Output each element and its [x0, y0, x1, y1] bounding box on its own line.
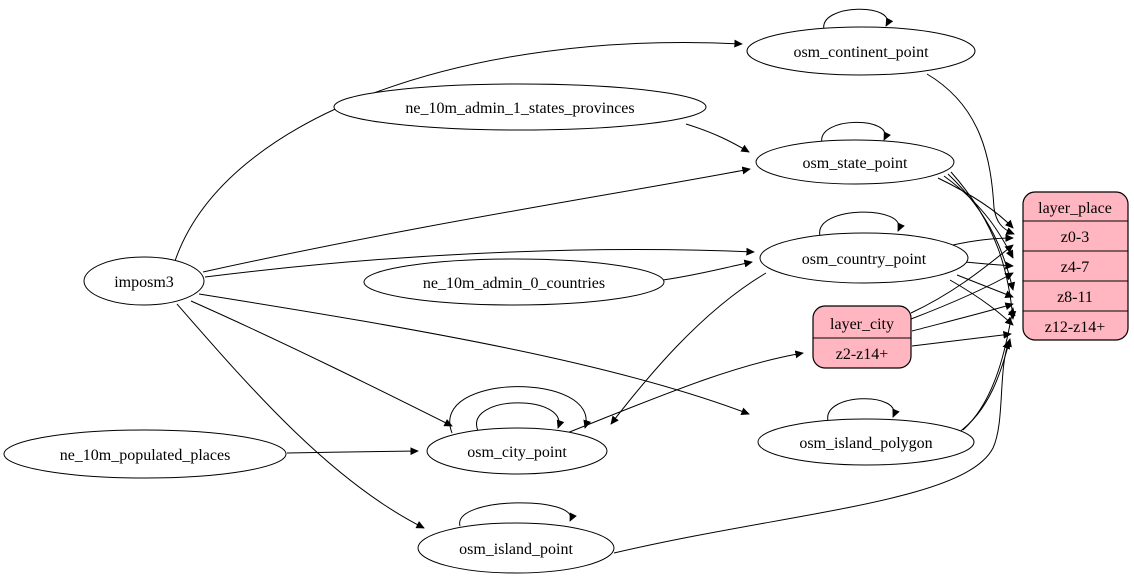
edge-ne_10m_admin_0_countries-osm_country_point	[662, 259, 753, 281]
node-ne_10m_admin_0_countries: ne_10m_admin_0_countries	[363, 258, 665, 306]
edge-imposm3-osm_state_point	[202, 166, 751, 273]
record-layer_place: layer_place z0-3 z4-7 z8-11 z12-z14+	[1022, 191, 1129, 341]
edge-layer_city-z4-7	[910, 272, 1014, 320]
osm_continent_point-shape	[746, 26, 976, 76]
edge-osm_country_point-z0-3	[952, 234, 1014, 246]
edge-osm_island_point-z12-z14	[613, 340, 1010, 554]
osm_island_polygon-shape	[757, 418, 975, 466]
osm_island_point-shape	[417, 522, 615, 574]
osm_state_point-shape	[755, 139, 955, 185]
layer_place-row-z4-7: z4-7	[1061, 259, 1089, 276]
layer_city-title: layer_city	[830, 316, 894, 333]
ne_10m_admin_0_countries-label: ne_10m_admin_0_countries	[423, 275, 605, 292]
record-layer_city: layer_city z2-z14+	[812, 305, 912, 369]
ne_10m_populated_places-shape	[3, 429, 287, 479]
osm_state_point-label: osm_state_point	[803, 155, 908, 172]
edge-osm_city_point-layer_city	[566, 350, 804, 434]
edge-osm_continent_point-z0-3	[926, 73, 1015, 235]
selfloop-osm_country_point	[819, 211, 905, 237]
edge-osm_country_point-z4-7	[964, 261, 1014, 270]
ne_10m_admin_1_states_provinces-shape	[333, 83, 707, 131]
osm_city_point-shape	[426, 427, 608, 475]
edge-layer_city-z8-11	[911, 302, 1014, 332]
osm_country_point-shape	[759, 232, 969, 284]
osm_country_point-label: osm_country_point	[802, 251, 927, 268]
osm_city_point-label: osm_city_point	[467, 444, 567, 461]
selfloop-osm_city_point-inner	[476, 402, 565, 432]
node-osm_island_polygon: osm_island_polygon	[757, 418, 975, 466]
layer_place-row-z8-11: z8-11	[1057, 289, 1093, 306]
node-ne_10m_populated_places: ne_10m_populated_places	[3, 429, 287, 479]
node-osm_state_point: osm_state_point	[755, 139, 955, 185]
layer_place-shape	[1022, 191, 1129, 341]
edge-osm_state_point-z8-11	[947, 173, 1016, 291]
edge-imposm3-osm_city_point	[190, 300, 453, 427]
selfloop-osm_island_polygon	[827, 398, 900, 422]
osm_continent_point-label: osm_continent_point	[793, 44, 929, 61]
osm_island_polygon-label: osm_island_polygon	[799, 435, 932, 452]
edge-osm_state_point-z0-3	[937, 177, 1014, 229]
edge-imposm3-osm_island_point	[176, 303, 425, 529]
edge-osm_island_polygon-z8-11	[962, 307, 1016, 431]
edge-ne_10m_admin_1_states_provinces-osm_state_point	[685, 123, 750, 153]
edge-imposm3-osm_island_polygon	[198, 293, 750, 415]
edge-osm_country_point-osm_city_point	[610, 272, 767, 425]
edges	[174, 8, 1017, 554]
selfloop-osm_city_point-outer	[449, 386, 591, 434]
layer_place-row-z0-3: z0-3	[1061, 229, 1089, 246]
edge-imposm3-osm_continent_point	[174, 39, 743, 262]
node-osm_country_point: osm_country_point	[759, 232, 969, 284]
ne_10m_populated_places-label: ne_10m_populated_places	[60, 447, 231, 464]
node-osm_continent_point: osm_continent_point	[746, 26, 976, 76]
layer_place-title: layer_place	[1038, 200, 1112, 217]
selfloop-osm_island_point	[459, 502, 577, 527]
layer_place-row-z12-z14: z12-z14+	[1045, 319, 1106, 336]
edge-imposm3-osm_country_point	[204, 247, 755, 278]
ne_10m_admin_0_countries-shape	[363, 258, 665, 306]
imposm3-label: imposm3	[114, 274, 174, 291]
edge-osm_island_polygon-z12-z14	[957, 338, 1012, 434]
edge-layer_city-z12-z14	[911, 330, 1012, 347]
node-osm_island_point: osm_island_point	[417, 522, 615, 574]
node-osm_city_point: osm_city_point	[426, 427, 608, 475]
node-ne_10m_admin_1_states_provinces: ne_10m_admin_1_states_provinces	[333, 83, 707, 131]
selfloop-osm_state_point	[821, 121, 891, 144]
layer_city-shape	[812, 305, 912, 369]
imposm3-shape	[83, 256, 205, 306]
edge-layer_city-z0-3	[910, 244, 1014, 314]
edge-osm_country_point-z8-11	[956, 274, 1014, 298]
ne_10m_admin_1_states_provinces-label: ne_10m_admin_1_states_provinces	[405, 100, 634, 117]
layer_city-row-z2-z14: z2-z14+	[836, 346, 889, 363]
node-imposm3: imposm3	[83, 256, 205, 306]
selfloop-osm_continent_point	[823, 8, 894, 31]
edge-ne_10m_populated_places-osm_city_point	[286, 447, 419, 456]
osm_island_point-label: osm_island_point	[459, 541, 573, 558]
edge-osm_state_point-z12-z14	[950, 171, 1017, 320]
